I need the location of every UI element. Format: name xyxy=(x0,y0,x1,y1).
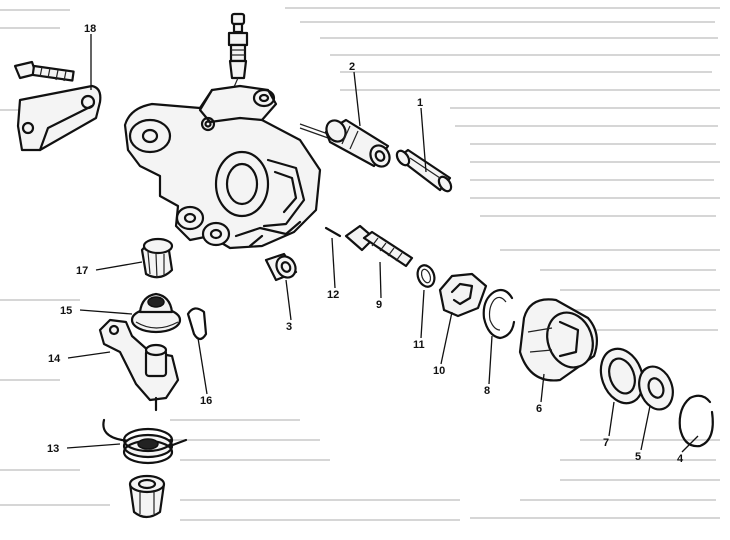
label-1: 1 xyxy=(417,97,423,109)
part-15-dust-boot xyxy=(130,292,182,334)
label-9: 9 xyxy=(376,299,382,311)
part-6-piston xyxy=(518,298,599,382)
part-4-circlip xyxy=(678,394,714,448)
label-2: 2 xyxy=(349,61,355,73)
part-1-slide-pin xyxy=(395,148,453,193)
part-18-bracket-and-bolt xyxy=(13,60,102,152)
background-text-lines xyxy=(0,7,720,521)
label-3: 3 xyxy=(286,321,292,333)
label-4: 4 xyxy=(677,453,684,465)
part-13-return-spring xyxy=(102,418,188,465)
label-6: 6 xyxy=(536,403,542,415)
part-16-clip xyxy=(186,307,208,341)
label-13: 13 xyxy=(47,443,59,455)
part-7-seal xyxy=(599,347,645,405)
label-11: 11 xyxy=(413,339,425,351)
label-10: 10 xyxy=(433,365,445,377)
label-18: 18 xyxy=(84,23,96,35)
leader-lines xyxy=(66,34,699,453)
label-8: 8 xyxy=(484,385,490,397)
label-7: 7 xyxy=(603,437,609,449)
label-14: 14 xyxy=(48,353,61,365)
part-14-lever xyxy=(98,318,180,412)
part-9-adjusting-bolt xyxy=(344,224,414,268)
part-8-snap-ring xyxy=(482,288,516,340)
part-5-washer xyxy=(638,365,674,411)
label-5: 5 xyxy=(635,451,641,463)
label-16: 16 xyxy=(200,395,212,407)
label-12: 12 xyxy=(327,289,339,301)
part-2-slide-pin-boot xyxy=(324,118,391,168)
label-17: 17 xyxy=(76,265,88,277)
bottom-bushing xyxy=(128,474,166,519)
label-15: 15 xyxy=(60,305,72,317)
caliper-body xyxy=(123,84,346,250)
part-3-bushing xyxy=(264,252,298,282)
callout-labels: 1 2 3 4 5 6 7 8 9 10 11 12 13 14 15 16 1… xyxy=(47,23,684,465)
part-12-pin xyxy=(324,226,342,238)
part-10-plate xyxy=(438,272,488,318)
part-11-o-ring xyxy=(416,264,436,288)
part-17-needle-bearing xyxy=(140,237,174,279)
